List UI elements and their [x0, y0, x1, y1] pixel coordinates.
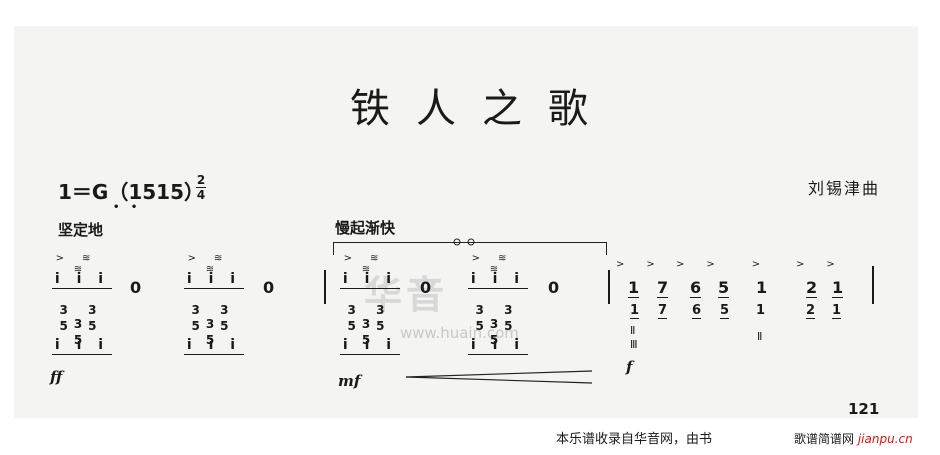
chord-bottom: i i i: [468, 336, 528, 355]
note: 2: [806, 303, 816, 319]
rest: 0: [130, 278, 142, 297]
chord-bottom: i i i: [184, 336, 244, 355]
accent-marks: >>: [616, 259, 677, 270]
tempo-marking-steady: 坚定地: [58, 221, 104, 239]
score-page: [14, 26, 918, 418]
chord-mid2: 5 5 5: [347, 319, 393, 347]
dynamic-ff: ff: [50, 368, 63, 386]
tempo-marking-accel: 慢起渐快: [335, 219, 396, 237]
crescendo-hairpin: [406, 370, 593, 384]
accent-marks: > ≋ ≋: [471, 253, 525, 275]
chord-top: i i i: [468, 270, 528, 289]
footer-logo-name: 歌谱简谱网: [794, 432, 855, 446]
accent-marks: > ≋ ≋: [187, 253, 241, 275]
note: 1: [630, 303, 640, 319]
chord-mid1: 3 3 3: [191, 303, 237, 331]
footer-text: 本乐谱收录自华音网，由书: [556, 432, 713, 447]
barline: [608, 270, 610, 304]
note: 5: [720, 303, 730, 319]
footer-logo-url: jianpu.cn: [857, 432, 913, 446]
note: 6: [692, 303, 702, 319]
accent-marks: >>: [796, 259, 857, 270]
note: 7: [658, 303, 668, 319]
dynamic-mf: mf: [338, 372, 361, 390]
note: 1: [832, 303, 842, 319]
dynamic-f: f: [626, 358, 633, 376]
barline: [872, 266, 874, 304]
note: 2: [806, 278, 818, 298]
chord-mid2: 5 5 5: [191, 319, 237, 347]
time-sig-top: 2: [196, 173, 206, 187]
tempo-bracket: [333, 242, 607, 255]
rest: 0: [263, 278, 275, 297]
note: 7: [657, 278, 669, 298]
watermark-url: www.huain.com: [400, 324, 519, 342]
time-signature: 2 4: [196, 174, 206, 201]
accent-marks: >: [751, 259, 769, 270]
note: 6: [690, 278, 702, 298]
footer-logo: 歌谱简谱网 jianpu.cn: [794, 430, 913, 447]
key-signature: 1＝G（1515） • •: [58, 176, 204, 213]
tremolo-mark: Ⅲ: [630, 338, 638, 351]
note: 5: [718, 278, 730, 298]
chord-bottom: i i i: [52, 336, 112, 355]
note: 1: [628, 278, 640, 298]
chord-mid1: 3 3 3: [59, 303, 105, 331]
key-signature-text: 1＝G（1515）: [58, 180, 204, 204]
note: 1: [756, 303, 766, 318]
chord-top: i i i: [184, 270, 244, 289]
rest: 0: [548, 278, 560, 297]
chord-mid1: 3 3 3: [347, 303, 393, 331]
tremolo-mark: Ⅱ: [630, 324, 636, 337]
low-octave-dots: • •: [113, 202, 142, 213]
page-number: 121: [848, 400, 880, 418]
song-title: 铁人之歌: [350, 86, 614, 132]
chord-top: i i i: [340, 270, 400, 289]
chord-bottom: i i i: [340, 336, 400, 355]
tremolo-mark: Ⅱ: [757, 330, 763, 343]
accent-marks: > ≋ ≋: [55, 253, 109, 275]
watermark: 华音: [364, 273, 449, 317]
barline: [324, 270, 326, 304]
chord-mid2: 5 5 5: [59, 319, 105, 347]
chord-mid2: 5 5 5: [475, 319, 521, 347]
accent-marks: > ≋ ≋: [343, 253, 397, 275]
note: 1: [756, 278, 768, 297]
note: 1: [832, 278, 844, 298]
time-sig-bottom: 4: [196, 188, 206, 202]
fermata-icon: [453, 238, 475, 246]
rest: 0: [420, 278, 432, 297]
chord-mid1: 3 3 3: [475, 303, 521, 331]
composer: 刘锡津曲: [808, 179, 881, 198]
accent-marks: >>: [676, 259, 737, 270]
chord-top: i i i: [52, 270, 112, 289]
